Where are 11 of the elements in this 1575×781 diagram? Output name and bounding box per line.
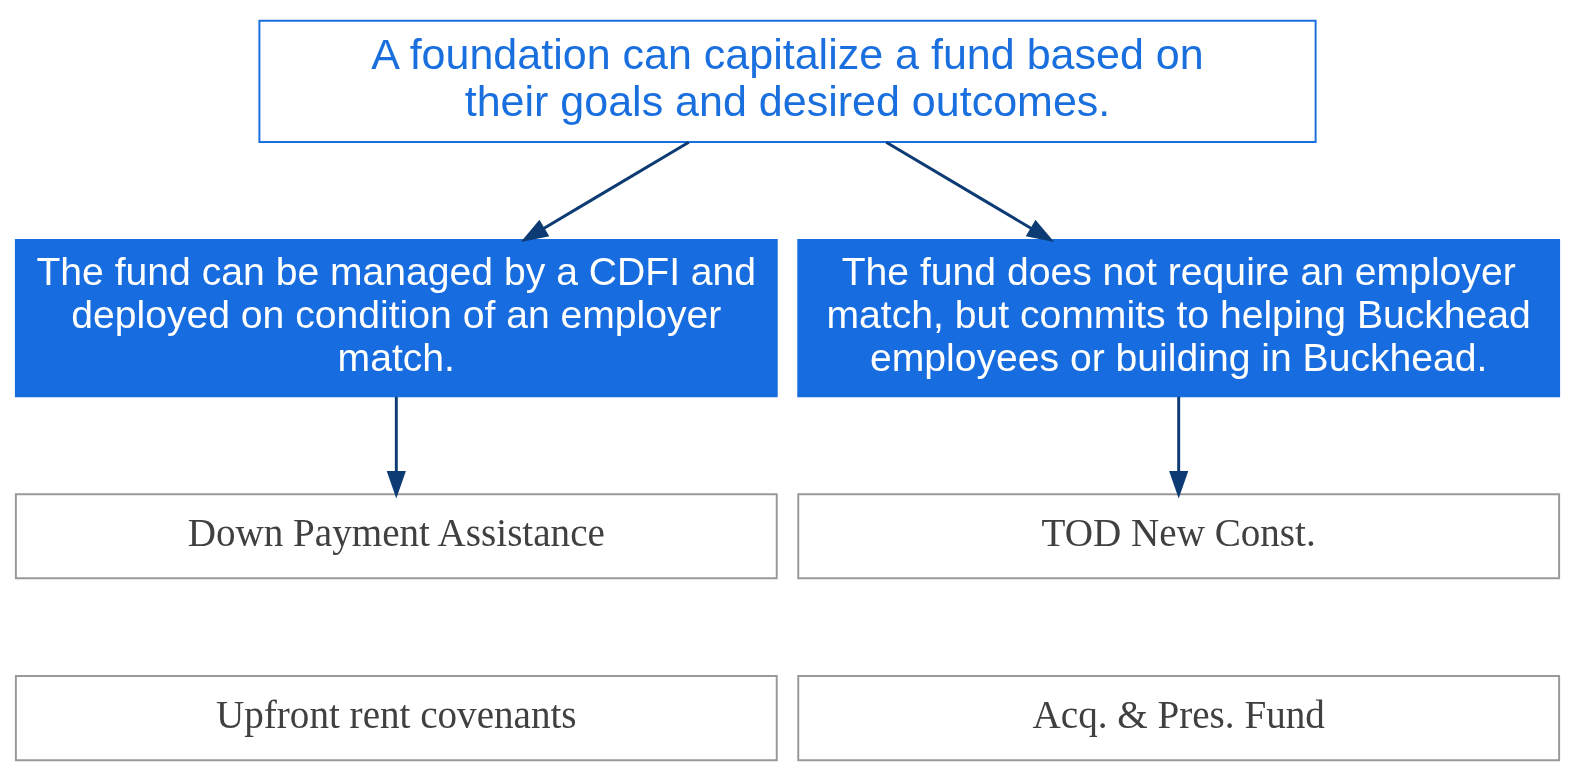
- node-box: The fund can be managed by a CDFI and deployed on condition of an employer match.: [14, 238, 778, 398]
- node-box: The fund does not require an employer match, but commits to helping Buckhead employees or building in Buckhead.: [797, 238, 1561, 398]
- arrow: [520, 140, 690, 243]
- node-box: Upfront rent covenants: [14, 675, 778, 762]
- arrow: [1169, 396, 1189, 499]
- arrow: [386, 396, 406, 499]
- node-box: Down Payment Assistance: [14, 493, 778, 580]
- node-box: Acq. & Pres. Fund: [797, 675, 1561, 762]
- node-box: A foundation can capitalize a fund based on their goals and desired outcomes.: [258, 19, 1317, 144]
- node-box: TOD New Const.: [797, 493, 1561, 580]
- arrow: [885, 140, 1055, 243]
